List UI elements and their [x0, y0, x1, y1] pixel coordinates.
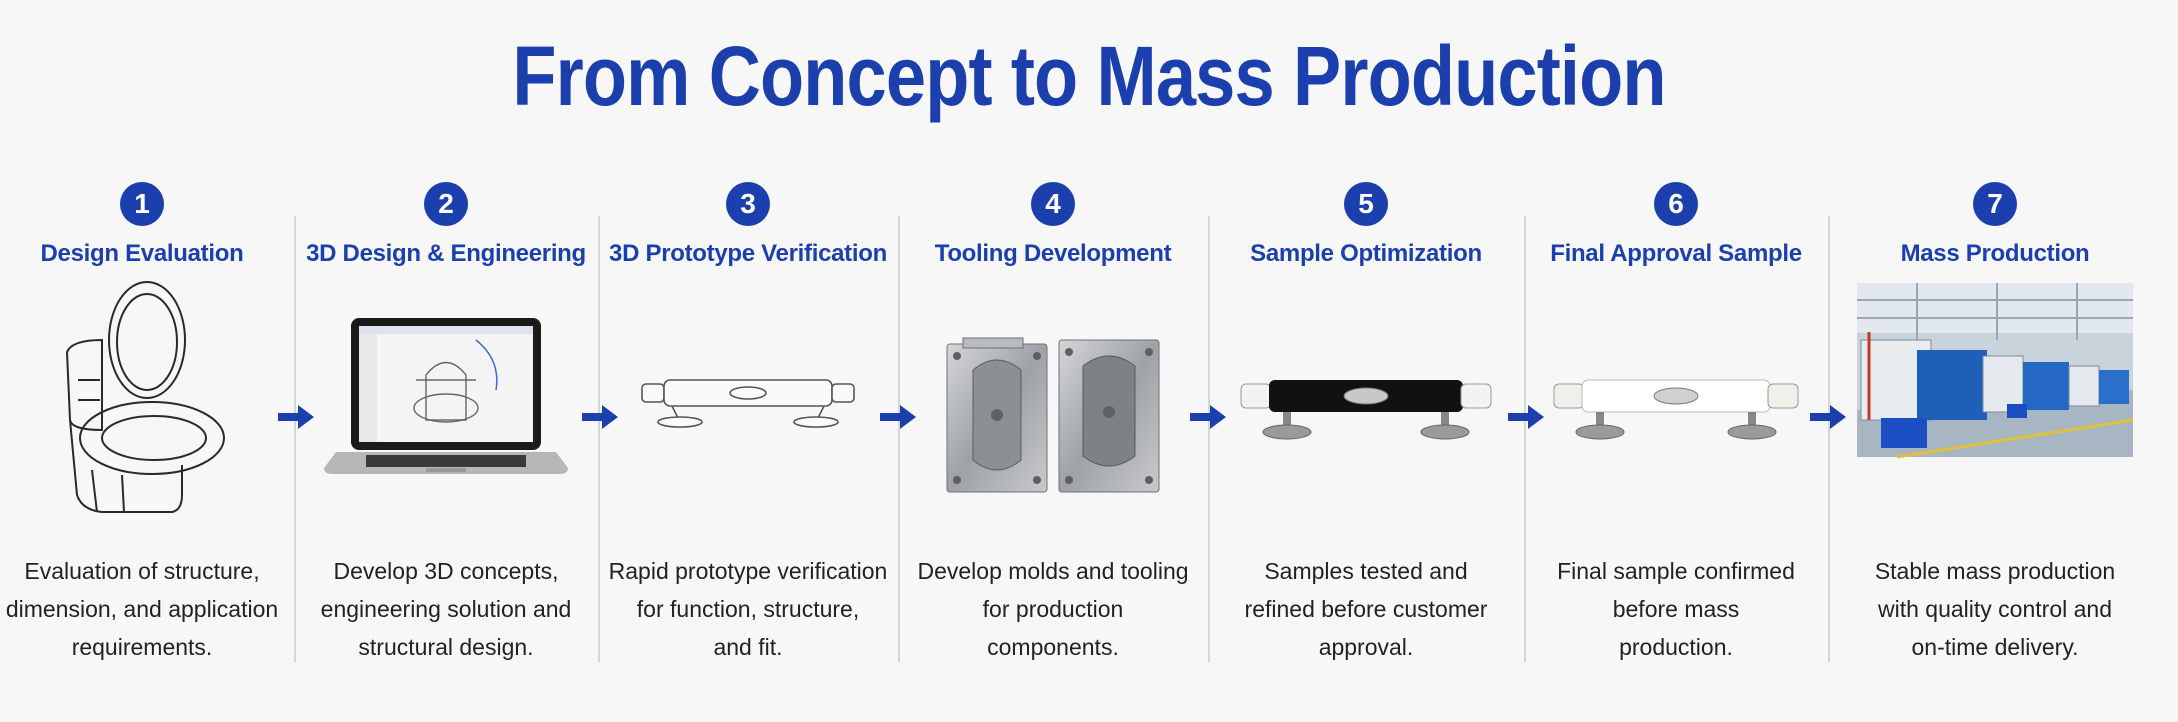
- step-number-badge: 7: [1973, 182, 2017, 226]
- step-description: Evaluation of structure, dimension, and …: [5, 558, 279, 660]
- step-3d-prototype-verification: 3 3D Prototype Verification Rapid protot…: [600, 170, 896, 670]
- step-title: Design Evaluation: [40, 240, 244, 267]
- step-description: Final sample confirmed before mass produ…: [1557, 558, 1795, 660]
- step-number-badge: 3: [726, 182, 770, 226]
- step-number-badge: 2: [424, 182, 468, 226]
- process-steps: 1 Design Evaluation Evaluation of struct…: [0, 170, 2178, 670]
- step-mass-production: 7 Mass Production: [1830, 170, 2160, 670]
- step-3d-design-engineering: 2 3D Design & Engineering Develop 3D c: [296, 170, 596, 670]
- column-divider: [1208, 216, 1210, 662]
- column-divider: [1828, 216, 1830, 662]
- step-description: Samples tested and refined before custom…: [1244, 558, 1488, 660]
- step-number-badge: 1: [120, 182, 164, 226]
- arrow-right-icon: [1810, 405, 1846, 429]
- step-final-approval-sample: 6 Final Approval Sample Final sample con…: [1526, 170, 1826, 670]
- column-divider: [898, 216, 900, 662]
- step-title: Tooling Development: [934, 240, 1172, 267]
- step-title: 3D Design & Engineering: [306, 240, 586, 267]
- step-title: 3D Prototype Verification: [609, 240, 887, 267]
- factory-photo-icon: [1830, 280, 2160, 520]
- step-title: Final Approval Sample: [1550, 240, 1802, 267]
- step-number-badge: 6: [1654, 182, 1698, 226]
- step-design-evaluation: 1 Design Evaluation Evaluation of struct…: [0, 170, 284, 670]
- step-title: Sample Optimization: [1250, 240, 1482, 267]
- step-description: Rapid prototype verification for functio…: [608, 558, 888, 660]
- arrow-right-icon: [1190, 405, 1226, 429]
- step-description: Develop 3D concepts, engineering solutio…: [320, 558, 572, 660]
- arrow-right-icon: [582, 405, 618, 429]
- step-description: Stable mass production with quality cont…: [1874, 558, 2116, 660]
- step-description: Develop molds and tooling for production…: [917, 558, 1189, 660]
- column-divider: [294, 216, 296, 662]
- arrow-right-icon: [1508, 405, 1544, 429]
- column-divider: [1524, 216, 1526, 662]
- step-number-badge: 4: [1031, 182, 1075, 226]
- prototype-handle-icon: [600, 280, 896, 520]
- arrow-right-icon: [880, 405, 916, 429]
- step-number-badge: 5: [1344, 182, 1388, 226]
- laptop-cad-icon: [296, 280, 596, 520]
- white-handle-icon: [1526, 280, 1826, 520]
- column-divider: [598, 216, 600, 662]
- page-title: From Concept to Mass Production: [512, 29, 1666, 123]
- step-sample-optimization: 5 Sample Optimization Samples tested and…: [1210, 170, 1522, 670]
- toilet-sketch-icon: [0, 280, 284, 520]
- step-tooling-development: 4 Tooling Development: [900, 170, 1206, 670]
- black-handle-icon: [1210, 280, 1522, 520]
- arrow-right-icon: [278, 405, 314, 429]
- step-title: Mass Production: [1900, 240, 2090, 267]
- mold-blocks-icon: [900, 280, 1206, 520]
